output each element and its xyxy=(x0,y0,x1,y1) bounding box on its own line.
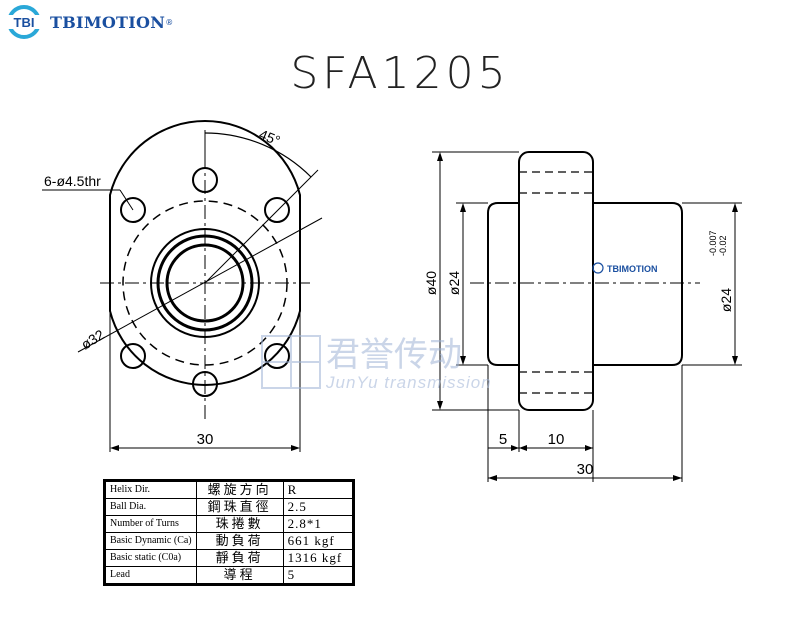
watermark-en: JunYu transmission xyxy=(325,373,492,392)
spec-label-en: Lead xyxy=(105,566,197,584)
spec-value: R xyxy=(282,481,353,499)
body-brand-mark: TBIMOTION xyxy=(592,262,658,274)
junyu-logo-icon xyxy=(261,335,321,389)
spec-value: 2.8*1 xyxy=(282,515,353,533)
spec-label-en: Number of Turns xyxy=(105,515,197,533)
logo-short-text: TBI xyxy=(14,15,35,30)
angle-label: 45° xyxy=(257,126,283,149)
mounting-hole xyxy=(120,197,146,223)
spec-label-cn: 導程 xyxy=(195,566,284,584)
body-left xyxy=(487,202,519,366)
mounting-hole xyxy=(120,343,146,369)
mounting-hole xyxy=(264,197,290,223)
side-view xyxy=(432,151,742,482)
spec-label-en: Ball Dia. xyxy=(105,498,197,516)
spec-label-en: Helix Dir. xyxy=(105,481,197,499)
spec-value: 5 xyxy=(282,566,353,584)
tolerance-lower: -0.02 xyxy=(718,235,728,256)
spec-label-cn: 動負荷 xyxy=(195,532,284,550)
tolerance-upper: -0.007 xyxy=(708,230,718,256)
mounting-hole xyxy=(192,167,218,193)
step-label: 5 xyxy=(499,431,507,448)
front-view xyxy=(42,120,323,452)
hole-spec-label: 6-ø4.5thr xyxy=(44,173,101,189)
length-label: 30 xyxy=(577,461,594,478)
spec-label-cn: 螺旋方向 xyxy=(195,481,284,499)
spec-label-en: Basic static (C0a) xyxy=(105,549,197,567)
registered-mark: ® xyxy=(165,17,174,27)
spec-value: 661 kgf xyxy=(282,532,353,550)
spec-label-cn: 靜負荷 xyxy=(195,549,284,567)
body-right xyxy=(593,202,683,366)
spec-value: 1316 kgf xyxy=(282,549,353,567)
pcd-label: ø32 xyxy=(78,326,107,352)
width-label: 30 xyxy=(197,431,214,448)
flange-dia-label: ø40 xyxy=(423,271,439,295)
model-title: SFA1205 xyxy=(290,48,510,99)
spec-label-cn: 珠捲數 xyxy=(195,515,284,533)
mounting-hole xyxy=(264,343,290,369)
body-dia-label: ø24 xyxy=(446,271,462,295)
angle-dimension-arc xyxy=(204,132,312,178)
flange-thk-label: 10 xyxy=(548,431,565,448)
pcd-leader xyxy=(77,217,323,353)
body-brand-text: TBIMOTION xyxy=(607,264,658,274)
spec-label-en: Basic Dynamic (Ca) xyxy=(105,532,197,550)
tbi-logo-icon: TBI xyxy=(7,5,41,39)
spec-value: 2.5 xyxy=(282,498,353,516)
flange-block xyxy=(518,151,594,411)
spec-label-cn: 鋼珠直徑 xyxy=(195,498,284,516)
watermark: 君誉传动 JunYu transmission xyxy=(261,335,492,392)
mounting-hole xyxy=(192,371,218,397)
mounting-holes xyxy=(120,167,290,397)
brand-name: TBIMOTION xyxy=(50,12,166,32)
brand-logo: TBI TBIMOTION ® xyxy=(6,4,173,40)
shaft-tol-dia-label: ø24 xyxy=(718,288,734,312)
watermark-cn: 君誉传动 xyxy=(326,336,462,374)
